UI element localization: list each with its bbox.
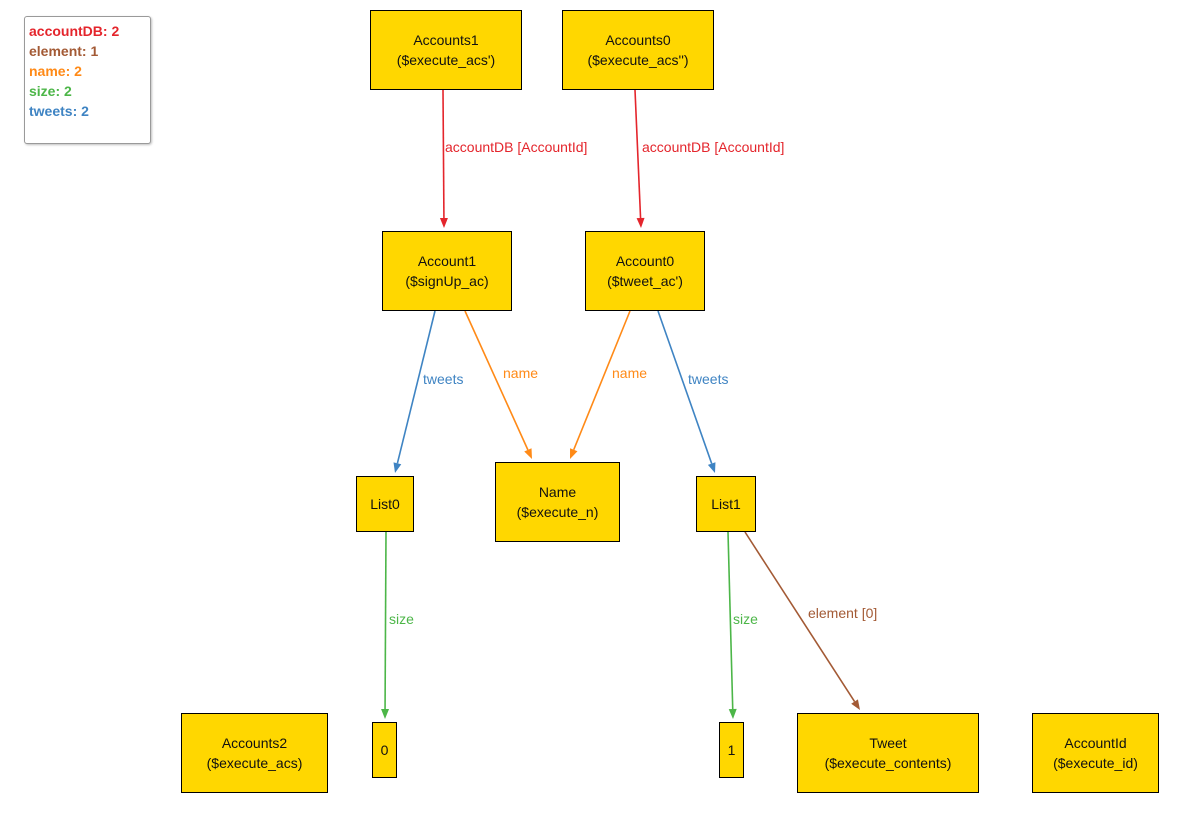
edge-line [384, 531, 387, 710]
edge-arrowhead [381, 708, 390, 719]
node-subtitle: ($execute_n) [516, 504, 599, 520]
edge-line [464, 310, 529, 451]
node-name[interactable]: Name ($execute_n) [495, 462, 620, 542]
edge-account0-to-list1: tweets [657, 310, 728, 473]
edge-label: accountDB [AccountId] [445, 139, 587, 155]
edge-line [727, 531, 734, 710]
node-list0[interactable]: List0 [356, 476, 414, 532]
edge-arrowhead [636, 217, 645, 228]
node-title: Account1 [417, 253, 477, 269]
edge-arrowhead [707, 462, 716, 473]
node-title: Accounts2 [221, 735, 288, 751]
node-account1[interactable]: Account1 ($signUp_ac) [382, 231, 512, 311]
node-accounts0[interactable]: Accounts0 ($execute_acs'') [562, 10, 714, 90]
node-accounts1[interactable]: Accounts1 ($execute_acs') [370, 10, 522, 90]
edge-accounts0-to-account0: accountDB [AccountId] [634, 89, 784, 228]
edge-arrowhead [393, 462, 402, 473]
legend-item-tweets: tweets: 2 [29, 103, 89, 119]
edge-label: tweets [423, 371, 463, 387]
node-list1[interactable]: List1 [696, 476, 756, 532]
edge-label: name [612, 365, 647, 381]
node-subtitle: ($execute_acs'') [587, 52, 689, 68]
edge-label: tweets [688, 371, 728, 387]
edge-arrowhead [524, 448, 532, 459]
node-subtitle: ($tweet_ac') [607, 273, 683, 289]
edge-account1-to-list0: tweets [393, 310, 463, 473]
node-title: 1 [727, 742, 736, 758]
edge-list0-to-zero: size [381, 531, 414, 719]
node-title: Accounts0 [605, 32, 671, 48]
node-title: List0 [370, 496, 400, 512]
edge-label: accountDB [AccountId] [642, 139, 784, 155]
edge-list1-to-one: size [727, 531, 758, 719]
node-title: Tweet [869, 735, 907, 751]
node-accounts2[interactable]: Accounts2 ($execute_acs) [181, 713, 328, 793]
legend-item-size: size: 2 [29, 83, 72, 99]
edge-label: name [503, 365, 538, 381]
edge-line [442, 89, 445, 219]
node-title: Accounts1 [413, 32, 479, 48]
node-title: 0 [380, 742, 389, 758]
edge-line [744, 531, 856, 703]
edge-arrowhead [851, 699, 860, 710]
edge-list1-to-tweet: element [0] [744, 531, 877, 710]
node-one[interactable]: 1 [719, 722, 744, 778]
node-accountid[interactable]: AccountId ($execute_id) [1032, 713, 1159, 793]
node-subtitle: ($execute_acs') [396, 52, 496, 68]
node-title: Account0 [615, 253, 675, 269]
edge-label: size [733, 611, 758, 627]
edge-label: element [0] [808, 605, 877, 621]
node-title: AccountId [1064, 735, 1127, 751]
edge-line [573, 310, 631, 451]
node-subtitle: ($execute_acs) [206, 755, 303, 771]
edge-account1-to-name: name [464, 310, 538, 459]
node-account0[interactable]: Account0 ($tweet_ac') [585, 231, 705, 311]
edge-line [657, 310, 713, 464]
node-subtitle: ($execute_id) [1053, 755, 1138, 771]
edge-line [634, 89, 642, 219]
edge-arrowhead [439, 217, 448, 228]
node-title: Name [538, 484, 577, 500]
node-subtitle: ($execute_contents) [824, 755, 952, 771]
legend-item-accountdb: accountDB: 2 [29, 23, 120, 39]
edge-line [396, 310, 436, 464]
edge-arrowhead [728, 708, 737, 719]
legend-item-element: element: 1 [29, 43, 99, 59]
edge-label: size [389, 611, 414, 627]
node-subtitle: ($signUp_ac) [405, 273, 489, 289]
legend-item-name: name: 2 [29, 63, 82, 79]
node-tweet[interactable]: Tweet ($execute_contents) [797, 713, 979, 793]
node-zero[interactable]: 0 [372, 722, 397, 778]
node-title: List1 [711, 496, 741, 512]
edge-account0-to-name: name [570, 310, 647, 459]
edge-accounts1-to-account1: accountDB [AccountId] [439, 89, 587, 228]
legend: accountDB: 2 element: 1 name: 2 size: 2 … [24, 16, 151, 144]
edge-arrowhead [570, 448, 578, 459]
